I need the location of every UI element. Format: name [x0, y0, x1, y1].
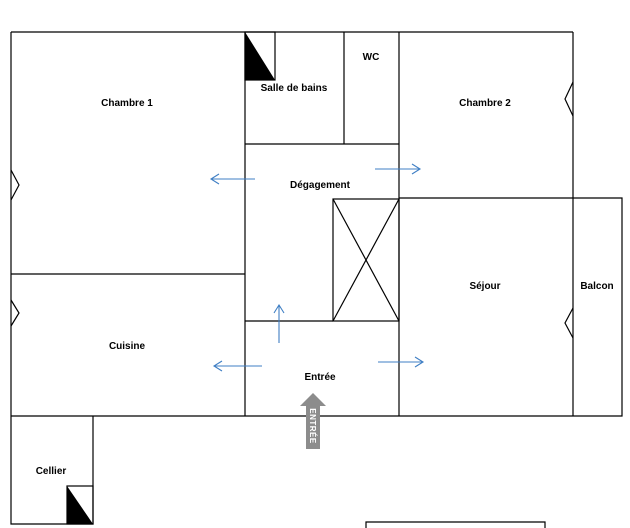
- window-cuisine: [10, 299, 20, 327]
- room-label-entree: Entrée: [304, 372, 336, 383]
- duct-cellier: [67, 486, 93, 524]
- room-label-chambre1: Chambre 1: [101, 98, 153, 109]
- window-chambre1: [10, 169, 20, 201]
- arrow-to-chambre2: [375, 163, 422, 175]
- flow-arrows: [209, 163, 425, 372]
- room-label-cuisine: Cuisine: [109, 341, 146, 352]
- bottom-box-edge: [365, 521, 546, 528]
- room-labels: Chambre 1 Salle de bains WC Chambre 2 Dé…: [36, 52, 614, 477]
- entry-arrow: ENTRÉE: [300, 393, 326, 449]
- room-label-balcon: Balcon: [580, 281, 613, 292]
- shaft-cross-b: [332, 198, 400, 322]
- arrow-to-cuisine: [212, 360, 262, 372]
- room-label-chambre2: Chambre 2: [459, 98, 511, 109]
- outer-wall-cellier: [10, 32, 94, 525]
- walls: [10, 31, 623, 525]
- outer-wall-balcony: [399, 197, 623, 417]
- arrow-to-sejour: [378, 356, 425, 368]
- arrow-to-chambre1: [209, 173, 255, 185]
- windows: [10, 81, 574, 339]
- room-label-cellier: Cellier: [36, 466, 67, 477]
- duct-bathroom: [245, 32, 275, 80]
- ducts: [66, 31, 276, 525]
- window-sejour: [564, 307, 574, 339]
- window-chambre2: [564, 81, 574, 117]
- entry-arrow-label: ENTRÉE: [308, 408, 317, 444]
- room-label-salle-de-bains: Salle de bains: [261, 83, 328, 94]
- shaft: [332, 198, 400, 322]
- entry-arrow-shape: [300, 393, 326, 449]
- room-label-wc: WC: [363, 52, 380, 63]
- arrow-to-degagement: [273, 303, 285, 343]
- room-label-sejour: Séjour: [469, 281, 500, 292]
- room-label-degagement: Dégagement: [290, 180, 351, 191]
